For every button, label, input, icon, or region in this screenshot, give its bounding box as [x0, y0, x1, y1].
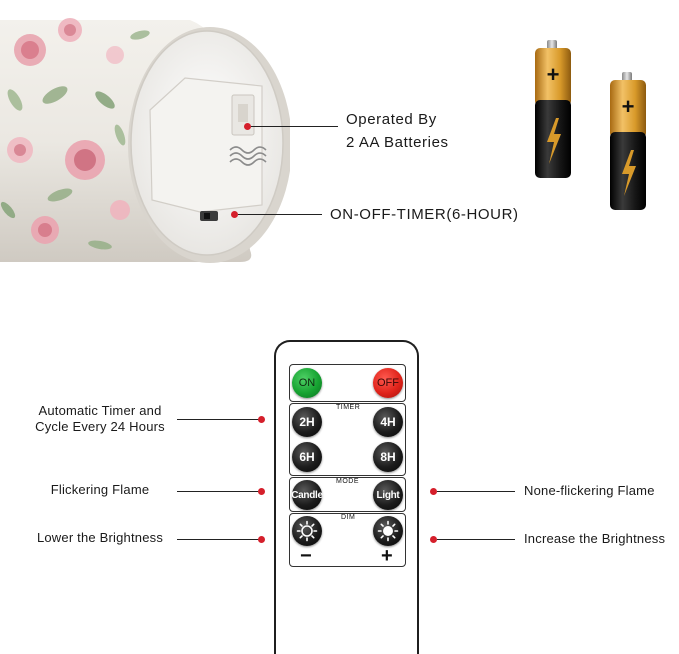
flicker-callout-dot — [258, 488, 265, 495]
on-button[interactable]: ON — [292, 368, 322, 398]
no-flicker-callout-line — [437, 491, 515, 492]
power-panel: ON OFF — [289, 364, 406, 402]
candle-image — [0, 0, 292, 270]
aa-batteries: + + — [525, 38, 665, 213]
off-button[interactable]: OFF — [373, 368, 403, 398]
battery-callout-label: Operated By 2 AA Batteries — [346, 111, 449, 151]
timer-6h-button[interactable]: 6H — [292, 442, 322, 472]
increase-callout-dot — [430, 536, 437, 543]
battery-plus-sign: + — [547, 62, 560, 87]
switch-callout-dot — [231, 211, 238, 218]
battery-callout-line — [251, 126, 338, 127]
timer-panel: TIMER 2H 4H 6H 8H — [289, 403, 406, 476]
timer-feature-label: Automatic Timer and Cycle Every 24 Hours — [35, 403, 165, 434]
no-flicker-callout-dot — [430, 488, 437, 495]
sun-bright-icon — [377, 520, 399, 542]
dim-panel: DIM − — [289, 513, 406, 567]
plus-sign: + — [381, 545, 393, 567]
light-mode-button[interactable]: Light — [373, 480, 403, 510]
mode-panel: MODE Candle Light — [289, 477, 406, 512]
sun-dim-icon — [296, 520, 318, 542]
lower-brightness-label: Lower the Brightness — [36, 530, 164, 545]
flicker-feature-label: Flickering Flame — [50, 482, 150, 497]
no-flicker-feature-label: None-flickering Flame — [524, 483, 655, 498]
timer-4h-button[interactable]: 4H — [373, 407, 403, 437]
timer-2h-button[interactable]: 2H — [292, 407, 322, 437]
lower-callout-dot — [258, 536, 265, 543]
candle-illustration — [0, 18, 292, 263]
flicker-callout-line — [177, 491, 259, 492]
switch-callout-line — [238, 214, 322, 215]
dim-section-title: DIM — [341, 514, 356, 521]
minus-sign: − — [300, 545, 312, 567]
battery-callout-dot — [244, 123, 251, 130]
battery-plus-sign: + — [622, 94, 635, 119]
lower-callout-line — [177, 539, 259, 540]
battery-1: + — [535, 40, 571, 178]
dim-up-button[interactable] — [373, 516, 403, 546]
floral-pattern — [0, 18, 150, 250]
timer-callout-dot — [258, 416, 265, 423]
increase-callout-line — [437, 539, 515, 540]
increase-brightness-label: Increase the Brightness — [524, 531, 666, 546]
timer-8h-button[interactable]: 8H — [373, 442, 403, 472]
timer-callout-line — [177, 419, 259, 420]
candle-mode-button[interactable]: Candle — [291, 480, 323, 510]
remote-control: ON OFF TIMER 2H 4H 6H 8H MODE Candle Lig… — [274, 340, 419, 654]
battery-2: + — [610, 72, 646, 210]
switch-callout-label: ON-OFF-TIMER(6-HOUR) — [330, 206, 519, 223]
timer-section-title: TIMER — [336, 404, 361, 411]
dim-down-button[interactable] — [292, 516, 322, 546]
mode-section-title: MODE — [336, 478, 359, 485]
